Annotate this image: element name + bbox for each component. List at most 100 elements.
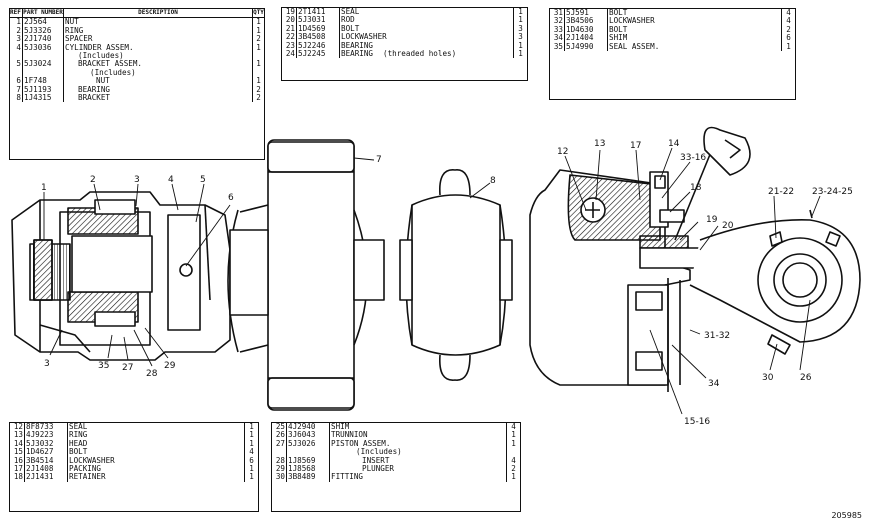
ref-number-cell xyxy=(10,68,23,78)
ref-number-cell: 31 xyxy=(550,9,565,18)
part-number-cell: 5J1193 xyxy=(22,85,64,95)
part-number-cell: 5J3026 xyxy=(286,439,330,449)
part-number-cell: 3B4506 xyxy=(564,17,608,26)
part-number-cell: 5J4990 xyxy=(564,42,608,52)
callout-3: 3 xyxy=(134,175,140,185)
qty-cell: 3 xyxy=(518,24,523,33)
parts-table: REF NO PART NUMBER DESCRIPTION QTY 12J56… xyxy=(10,9,264,103)
ref-number-cell: 22 xyxy=(282,33,297,42)
description-cell: ROD xyxy=(339,16,514,25)
ref-number-cell: 25 xyxy=(272,423,287,432)
qty-cell: 6 xyxy=(786,34,791,43)
part-number-cell: 1J8568 xyxy=(286,465,330,474)
part-number-cell: 8F8733 xyxy=(24,423,68,432)
part-number-cell: 3B4508 xyxy=(296,33,340,42)
callout-1: 1 xyxy=(41,183,47,193)
ref-number-cell: 28 xyxy=(272,456,287,466)
ref-number-cell: 16 xyxy=(10,456,25,466)
ref-number-cell: 3 xyxy=(10,35,23,44)
header-qty: QTY xyxy=(252,9,264,19)
callout-33-16: 33-16 xyxy=(680,153,706,163)
part-number-cell xyxy=(286,448,330,457)
description-cell: RING xyxy=(63,26,253,36)
part-number-cell: 1D4569 xyxy=(296,24,340,34)
description-cell: BEARING(threaded holes) xyxy=(339,50,514,59)
description-cell: (Includes) xyxy=(63,52,253,61)
ref-number-cell: 26 xyxy=(272,431,287,440)
description-cell: BOLT xyxy=(607,9,782,18)
part-number-cell: 2J564 xyxy=(22,17,64,27)
description-cell: BRACKET ASSEM. xyxy=(63,60,253,69)
qty-cell: 1 xyxy=(518,8,523,16)
table-row: (Includes) xyxy=(10,68,264,78)
part-number-cell: 5J3036 xyxy=(22,43,64,53)
ref-number-cell: 23 xyxy=(282,41,297,51)
qty-cell: 1 xyxy=(256,26,261,35)
ref-number-cell: 17 xyxy=(10,465,25,474)
qty-cell: 4 xyxy=(786,17,791,26)
description-cell: RING xyxy=(67,431,245,440)
ref-number-cell: 32 xyxy=(550,17,565,26)
ref-number-cell: 29 xyxy=(272,465,287,474)
description-cell: PACKING xyxy=(67,465,245,474)
qty-cell: 2 xyxy=(256,85,261,94)
part-number-cell: 2J1431 xyxy=(24,473,68,482)
qty-cell: 4 xyxy=(786,9,791,17)
description-cell: LOCKWASHER xyxy=(67,456,245,466)
description-cell: BOLT xyxy=(339,24,514,34)
callout-8: 8 xyxy=(490,176,496,186)
description-cell: SHIM xyxy=(607,34,782,43)
ref-number-cell: 20 xyxy=(282,16,297,25)
qty-cell: 6 xyxy=(249,456,254,465)
qty-cell: 1 xyxy=(511,439,516,448)
callout-30: 30 xyxy=(762,373,774,383)
qty-cell: 2 xyxy=(256,94,261,103)
part-number-cell: 2J1404 xyxy=(564,34,608,43)
description-cell: SPACER xyxy=(63,35,253,44)
qty-cell: 3 xyxy=(518,33,523,42)
ref-number-cell: 24 xyxy=(282,50,297,59)
ref-number-cell: 18 xyxy=(10,473,25,482)
part-number-cell: 1J8569 xyxy=(286,456,330,466)
ref-number-cell: 19 xyxy=(282,8,297,17)
part-number-cell: 4J9223 xyxy=(24,431,68,440)
description-cell: BOLT xyxy=(67,448,245,457)
head-rod-trunnion-assembly xyxy=(529,126,861,392)
part-number-cell: 4J2940 xyxy=(286,423,330,432)
header-description: DESCRIPTION xyxy=(63,9,253,19)
ref-number-cell: 5 xyxy=(10,60,23,69)
qty-cell: 1 xyxy=(256,60,261,69)
ref-number-cell: 33 xyxy=(550,25,565,35)
description-cell: HEAD xyxy=(67,439,245,449)
qty-cell: 2 xyxy=(786,25,791,34)
ref-number-cell: 34 xyxy=(550,34,565,43)
part-number-cell: 2T1411 xyxy=(296,8,340,17)
drawing-reference-number: 205985 xyxy=(831,511,862,520)
qty-cell: 4 xyxy=(511,456,516,465)
qty-cell: 2 xyxy=(511,465,516,474)
part-number-cell: 3B4514 xyxy=(24,456,68,466)
description-cell: BEARING xyxy=(339,41,514,51)
description-cell: FITTING xyxy=(329,473,507,482)
ref-number-cell: 21 xyxy=(282,24,297,34)
description-cell: LOCKWASHER xyxy=(607,17,782,26)
callout-13: 13 xyxy=(594,139,605,149)
qty-cell: 1 xyxy=(511,473,516,482)
description-cell: (Includes) xyxy=(329,448,507,457)
part-number-cell: 5J3032 xyxy=(24,439,68,449)
part-number-cell: 3B8489 xyxy=(286,473,330,482)
